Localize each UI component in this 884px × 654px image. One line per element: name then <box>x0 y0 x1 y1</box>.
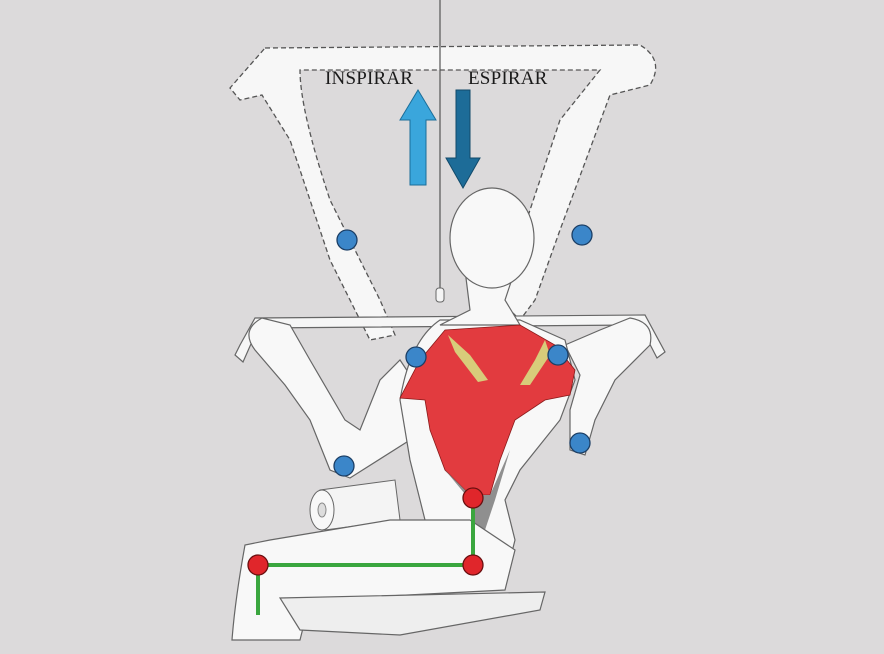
joint-marker <box>333 455 355 477</box>
joint-marker <box>571 224 593 246</box>
inhale-arrow-icon <box>399 89 437 186</box>
inhale-label: INSPIRAR <box>325 68 414 89</box>
right-arm <box>564 317 652 456</box>
start-position-outline <box>229 44 657 341</box>
joint-marker <box>405 346 427 368</box>
cable-clip <box>435 287 445 303</box>
joint-marker <box>569 432 591 454</box>
posture-marker <box>247 554 269 576</box>
posture-markers <box>247 487 484 576</box>
knee-roller <box>309 479 401 531</box>
joint-markers <box>333 224 593 477</box>
seat <box>278 591 546 636</box>
exhale-arrow-icon <box>445 89 481 190</box>
posture-marker <box>462 554 484 576</box>
pulldown-bar <box>234 314 666 363</box>
posture-marker <box>462 487 484 509</box>
left-arm <box>248 317 421 479</box>
joint-marker <box>336 229 358 251</box>
trapezius-tendon <box>448 335 550 385</box>
head <box>449 187 535 289</box>
exhale-label: ESPIRAR <box>468 68 548 89</box>
joint-marker <box>547 344 569 366</box>
